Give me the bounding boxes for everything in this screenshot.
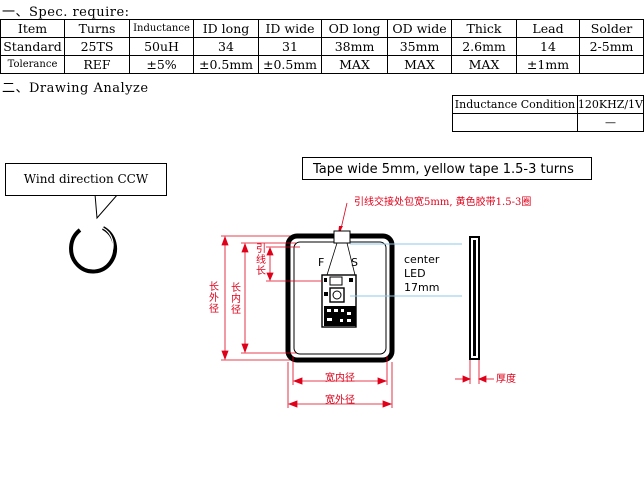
spec-cell: 35mm	[387, 37, 452, 56]
section-spec-title: 一、Spec. require:	[2, 5, 130, 20]
spec-cell: MAX	[321, 55, 388, 74]
spec-cell: ±0.5mm	[193, 55, 259, 74]
spec-header-cell: ID wide	[258, 19, 322, 38]
spec-header-cell: Turns	[64, 19, 130, 38]
pin-f-label: F	[318, 256, 325, 269]
spec-cell: 50uH	[129, 37, 194, 56]
led-position-note: center LED 17mm	[404, 253, 439, 295]
od-wide-label: 宽外径	[325, 395, 355, 406]
spec-table: Item Turns Inductance ID long ID wide OD…	[0, 19, 644, 74]
spec-cell: 2.6mm	[451, 37, 517, 56]
spec-cell: 25TS	[64, 37, 130, 56]
spec-cell	[579, 55, 644, 74]
tape-note-box: Tape wide 5mm, yellow tape 1.5-3 turns	[302, 157, 592, 180]
section-drawing-title: 二、Drawing Analyze	[2, 81, 149, 96]
spec-tolerance-row: Tolerance REF ±5% ±0.5mm ±0.5mm MAX MAX …	[0, 55, 644, 74]
condition-label: Inductance Condition	[452, 95, 578, 114]
lead-length-label: 引线长	[256, 244, 266, 277]
wind-direction-arrow-icon	[69, 226, 118, 274]
spec-cell: 14	[516, 37, 580, 56]
spec-header-cell: Solder	[579, 19, 644, 38]
od-long-label: 长外径	[209, 282, 219, 315]
spec-header-cell: Lead	[516, 19, 580, 38]
id-long-label: 长内径	[231, 283, 241, 316]
spec-cell: REF	[64, 55, 130, 74]
tape-strip	[333, 230, 351, 244]
spec-cell: MAX	[387, 55, 452, 74]
spec-cell: ±5%	[129, 55, 194, 74]
led-note-line: 17mm	[404, 281, 440, 294]
dimension-lines	[221, 235, 494, 408]
callout-pointer	[94, 193, 120, 220]
spec-header-row: Item Turns Inductance ID long ID wide OD…	[0, 19, 644, 38]
spec-standard-row: Standard 25TS 50uH 34 31 38mm 35mm 2.6mm…	[0, 37, 644, 56]
spec-cell: Tolerance	[0, 55, 65, 74]
red-tape-note: 引线交接处包宽5mm, 黄色胶带1.5-3圈	[354, 197, 532, 208]
wind-direction-callout: Wind direction CCW	[5, 163, 167, 196]
coil-side-view	[469, 236, 480, 360]
id-wide-label: 宽内径	[325, 373, 355, 384]
condition-value: 120KHZ/1V	[576, 95, 644, 114]
condition-table: Inductance Condition 120KHZ/1V —	[452, 95, 644, 132]
thickness-label: 厚度	[496, 374, 516, 385]
condition-value-2: —	[576, 113, 644, 132]
spec-cell: MAX	[451, 55, 517, 74]
spec-header-cell: ID long	[193, 19, 259, 38]
led-note-line: LED	[404, 267, 426, 280]
spec-cell: ±1mm	[516, 55, 580, 74]
led-note-line: center	[404, 253, 440, 266]
pin-s-label: S	[351, 256, 358, 269]
spec-cell: ±0.5mm	[258, 55, 322, 74]
